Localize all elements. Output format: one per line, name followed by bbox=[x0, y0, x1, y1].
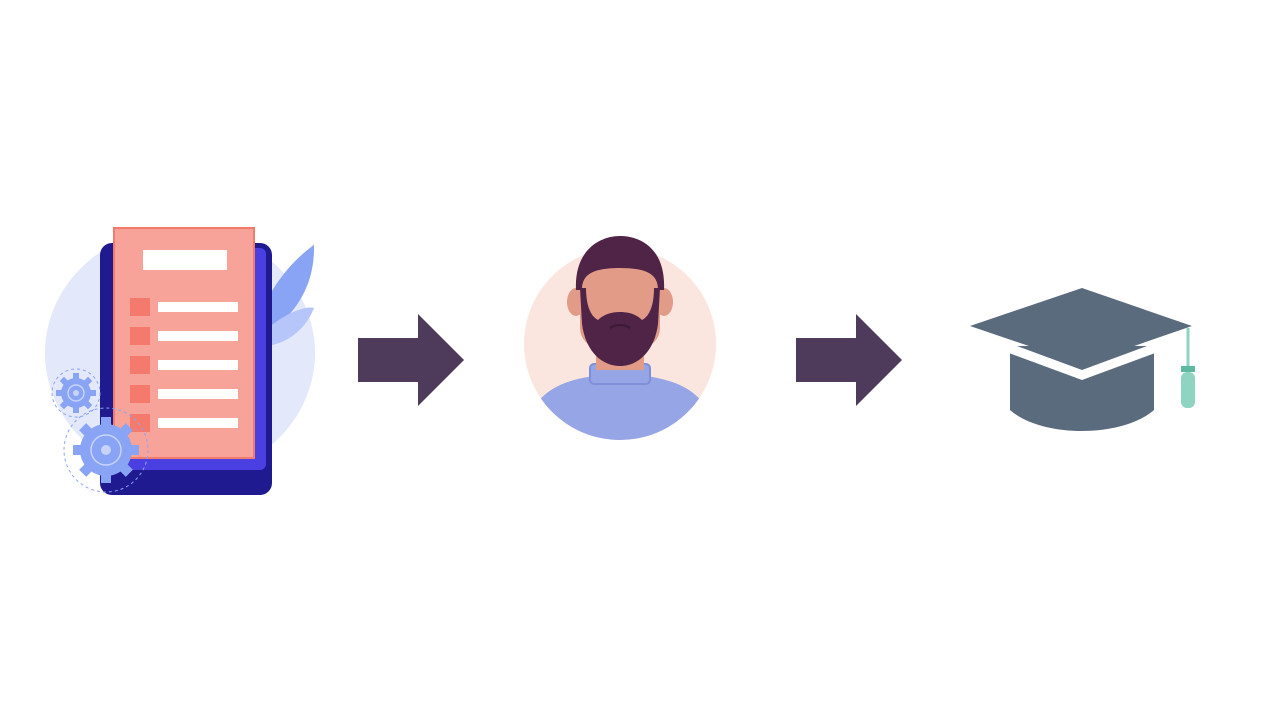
hair bbox=[575, 236, 665, 290]
gear-large-icon bbox=[73, 417, 139, 483]
document-title-bar bbox=[143, 250, 227, 270]
leaf bbox=[268, 244, 315, 330]
gear-small-icon bbox=[56, 373, 96, 413]
bearded-person-avatar-icon bbox=[520, 232, 720, 444]
leaf bbox=[268, 307, 314, 346]
cap-base bbox=[1010, 346, 1154, 431]
checklist-document-icon bbox=[40, 218, 330, 508]
beard bbox=[580, 288, 660, 366]
tassel bbox=[1181, 372, 1195, 408]
right-arrow-icon bbox=[796, 314, 902, 406]
mortarboard bbox=[970, 288, 1192, 364]
checklist-rows bbox=[130, 298, 238, 432]
shirt bbox=[524, 374, 716, 440]
right-arrow-icon bbox=[358, 314, 464, 406]
graduation-cap-icon bbox=[962, 282, 1202, 438]
